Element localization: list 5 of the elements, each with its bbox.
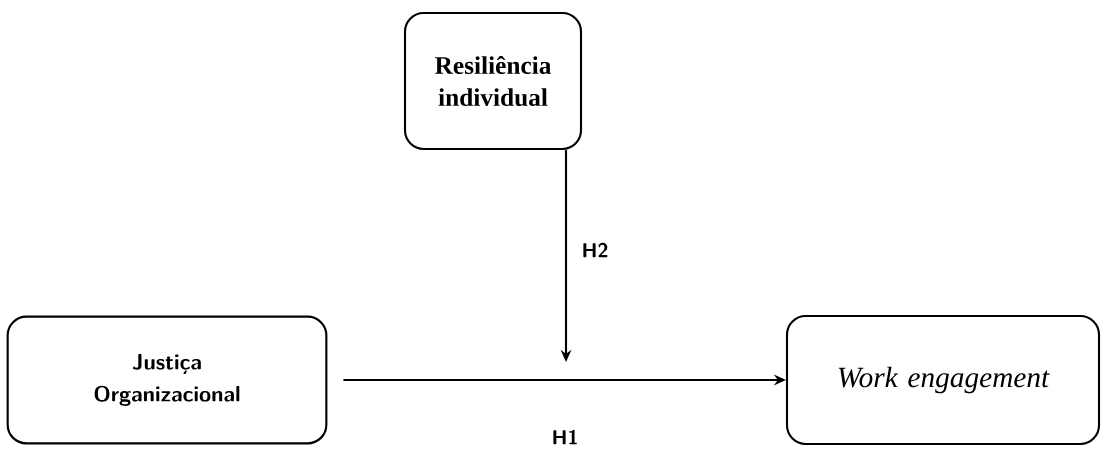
rounded-box: Resiliência individual — [403, 11, 583, 151]
rounded-box: Work engagement — [785, 314, 1101, 446]
edge-label: H2 — [578, 240, 612, 260]
edge-label: H1 — [548, 427, 582, 447]
rounded-box: Justiça Organizacional — [6, 315, 328, 445]
